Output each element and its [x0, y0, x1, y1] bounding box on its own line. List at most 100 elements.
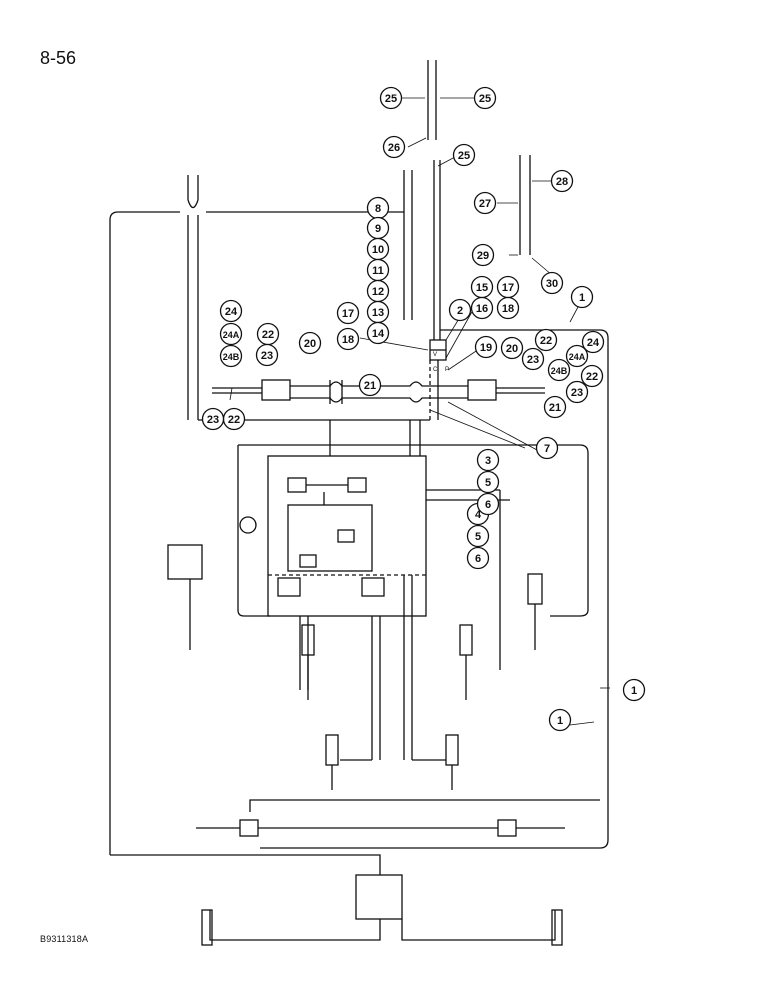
callout-label: 9 [375, 223, 381, 235]
callout-23: 23 [201, 407, 225, 431]
callout-label: 29 [477, 250, 489, 262]
callout-label: 12 [372, 286, 384, 298]
callout-label: 24 [587, 337, 600, 349]
callout-label: 5 [485, 477, 491, 489]
callout-24a: 24A [219, 322, 243, 346]
callout-28: 28 [550, 169, 574, 193]
callout-label: 14 [372, 328, 385, 340]
callout-label: 20 [506, 343, 518, 355]
callout-25: 25 [379, 86, 403, 110]
callout-label: 15 [476, 282, 488, 294]
callout-label: 27 [479, 198, 491, 210]
callout-7: 7 [535, 436, 559, 460]
callout-12: 12 [366, 279, 390, 303]
callout-label: 22 [228, 414, 240, 426]
callout-label: 23 [261, 350, 273, 362]
callout-29: 29 [471, 243, 495, 267]
callout-22: 22 [580, 364, 604, 388]
callout-22: 22 [256, 322, 280, 346]
callout-10: 10 [366, 237, 390, 261]
callout-1: 1 [570, 285, 594, 309]
callout-label: 23 [571, 387, 583, 399]
callout-label: 21 [549, 402, 561, 414]
callout-label: 4 [475, 509, 482, 521]
callout-label: 2 [457, 305, 463, 317]
callout-label: 3 [485, 455, 491, 467]
callout-23: 23 [255, 343, 279, 367]
callout-5: 5 [466, 524, 490, 548]
callout-24b: 24B [219, 344, 243, 368]
callout-label: 18 [342, 334, 354, 346]
callout-21: 21 [358, 373, 382, 397]
callout-2: 2 [448, 298, 472, 322]
callout-3: 3 [476, 448, 500, 472]
callout-17: 17 [496, 275, 520, 299]
callout-label: 25 [458, 150, 470, 162]
callout-label: 17 [502, 282, 514, 294]
callout-label: 21 [364, 380, 376, 392]
figure-id: B9311318A [40, 934, 89, 944]
callout-1: 1 [548, 708, 572, 732]
callout-label: 23 [207, 414, 219, 426]
callout-label: 13 [372, 307, 384, 319]
callout-22: 22 [534, 328, 558, 352]
svg-text:P: P [445, 367, 449, 373]
callout-label: 24B [551, 366, 568, 376]
callout-15: 15 [470, 275, 494, 299]
callout-label: 6 [485, 499, 491, 511]
callout-17: 17 [336, 301, 360, 325]
callout-label: 22 [262, 329, 274, 341]
callout-label: 24 [225, 306, 238, 318]
callout-9: 9 [366, 216, 390, 240]
svg-text:V: V [433, 352, 437, 358]
callout-label: 26 [388, 142, 400, 154]
callout-27: 27 [473, 191, 497, 215]
callout-18: 18 [496, 296, 520, 320]
callout-16: 16 [470, 296, 494, 320]
callout-24b: 24B [547, 358, 571, 382]
callout-8: 8 [366, 196, 390, 220]
callout-label: 19 [480, 342, 492, 354]
callout-25: 25 [452, 143, 476, 167]
svg-text:C: C [433, 367, 438, 373]
callout-label: 10 [372, 244, 384, 256]
callout-label: 1 [631, 685, 637, 697]
callout-label: 25 [479, 93, 491, 105]
callout-label: 1 [557, 715, 563, 727]
callout-label: 6 [475, 553, 481, 565]
callout-label: 11 [372, 265, 384, 277]
callout-label: 8 [375, 203, 381, 215]
callout-label: 30 [546, 278, 558, 290]
callout-label: 25 [385, 93, 397, 105]
callout-label: 24B [223, 352, 240, 362]
callout-label: 1 [579, 292, 585, 304]
callout-24: 24 [219, 299, 243, 323]
page-number: 8-56 [40, 48, 77, 68]
callout-label: 5 [475, 531, 481, 543]
callout-20: 20 [500, 336, 524, 360]
callout-13: 13 [366, 300, 390, 324]
callout-label: 22 [540, 335, 552, 347]
callout-label: 20 [304, 338, 316, 350]
callout-label: 7 [544, 443, 550, 455]
callout-label: 23 [527, 354, 539, 366]
callout-18: 18 [336, 327, 360, 351]
callout-11: 11 [366, 258, 390, 282]
callout-label: 28 [556, 176, 568, 188]
callout-23: 23 [565, 380, 589, 404]
callout-23: 23 [521, 347, 545, 371]
callout-26: 26 [382, 135, 406, 159]
callout-label: 22 [586, 371, 598, 383]
callout-14: 14 [366, 321, 390, 345]
callout-label: 24A [223, 330, 240, 340]
callout-24a: 24A [565, 344, 589, 368]
callout-6: 6 [466, 546, 490, 570]
callout-21: 21 [543, 395, 567, 419]
callout-24: 24 [581, 330, 605, 354]
callout-25: 25 [473, 86, 497, 110]
callout-label: 16 [476, 303, 488, 315]
callout-6: 6 [476, 492, 500, 516]
callout-30: 30 [540, 271, 564, 295]
callout-label: 18 [502, 303, 514, 315]
